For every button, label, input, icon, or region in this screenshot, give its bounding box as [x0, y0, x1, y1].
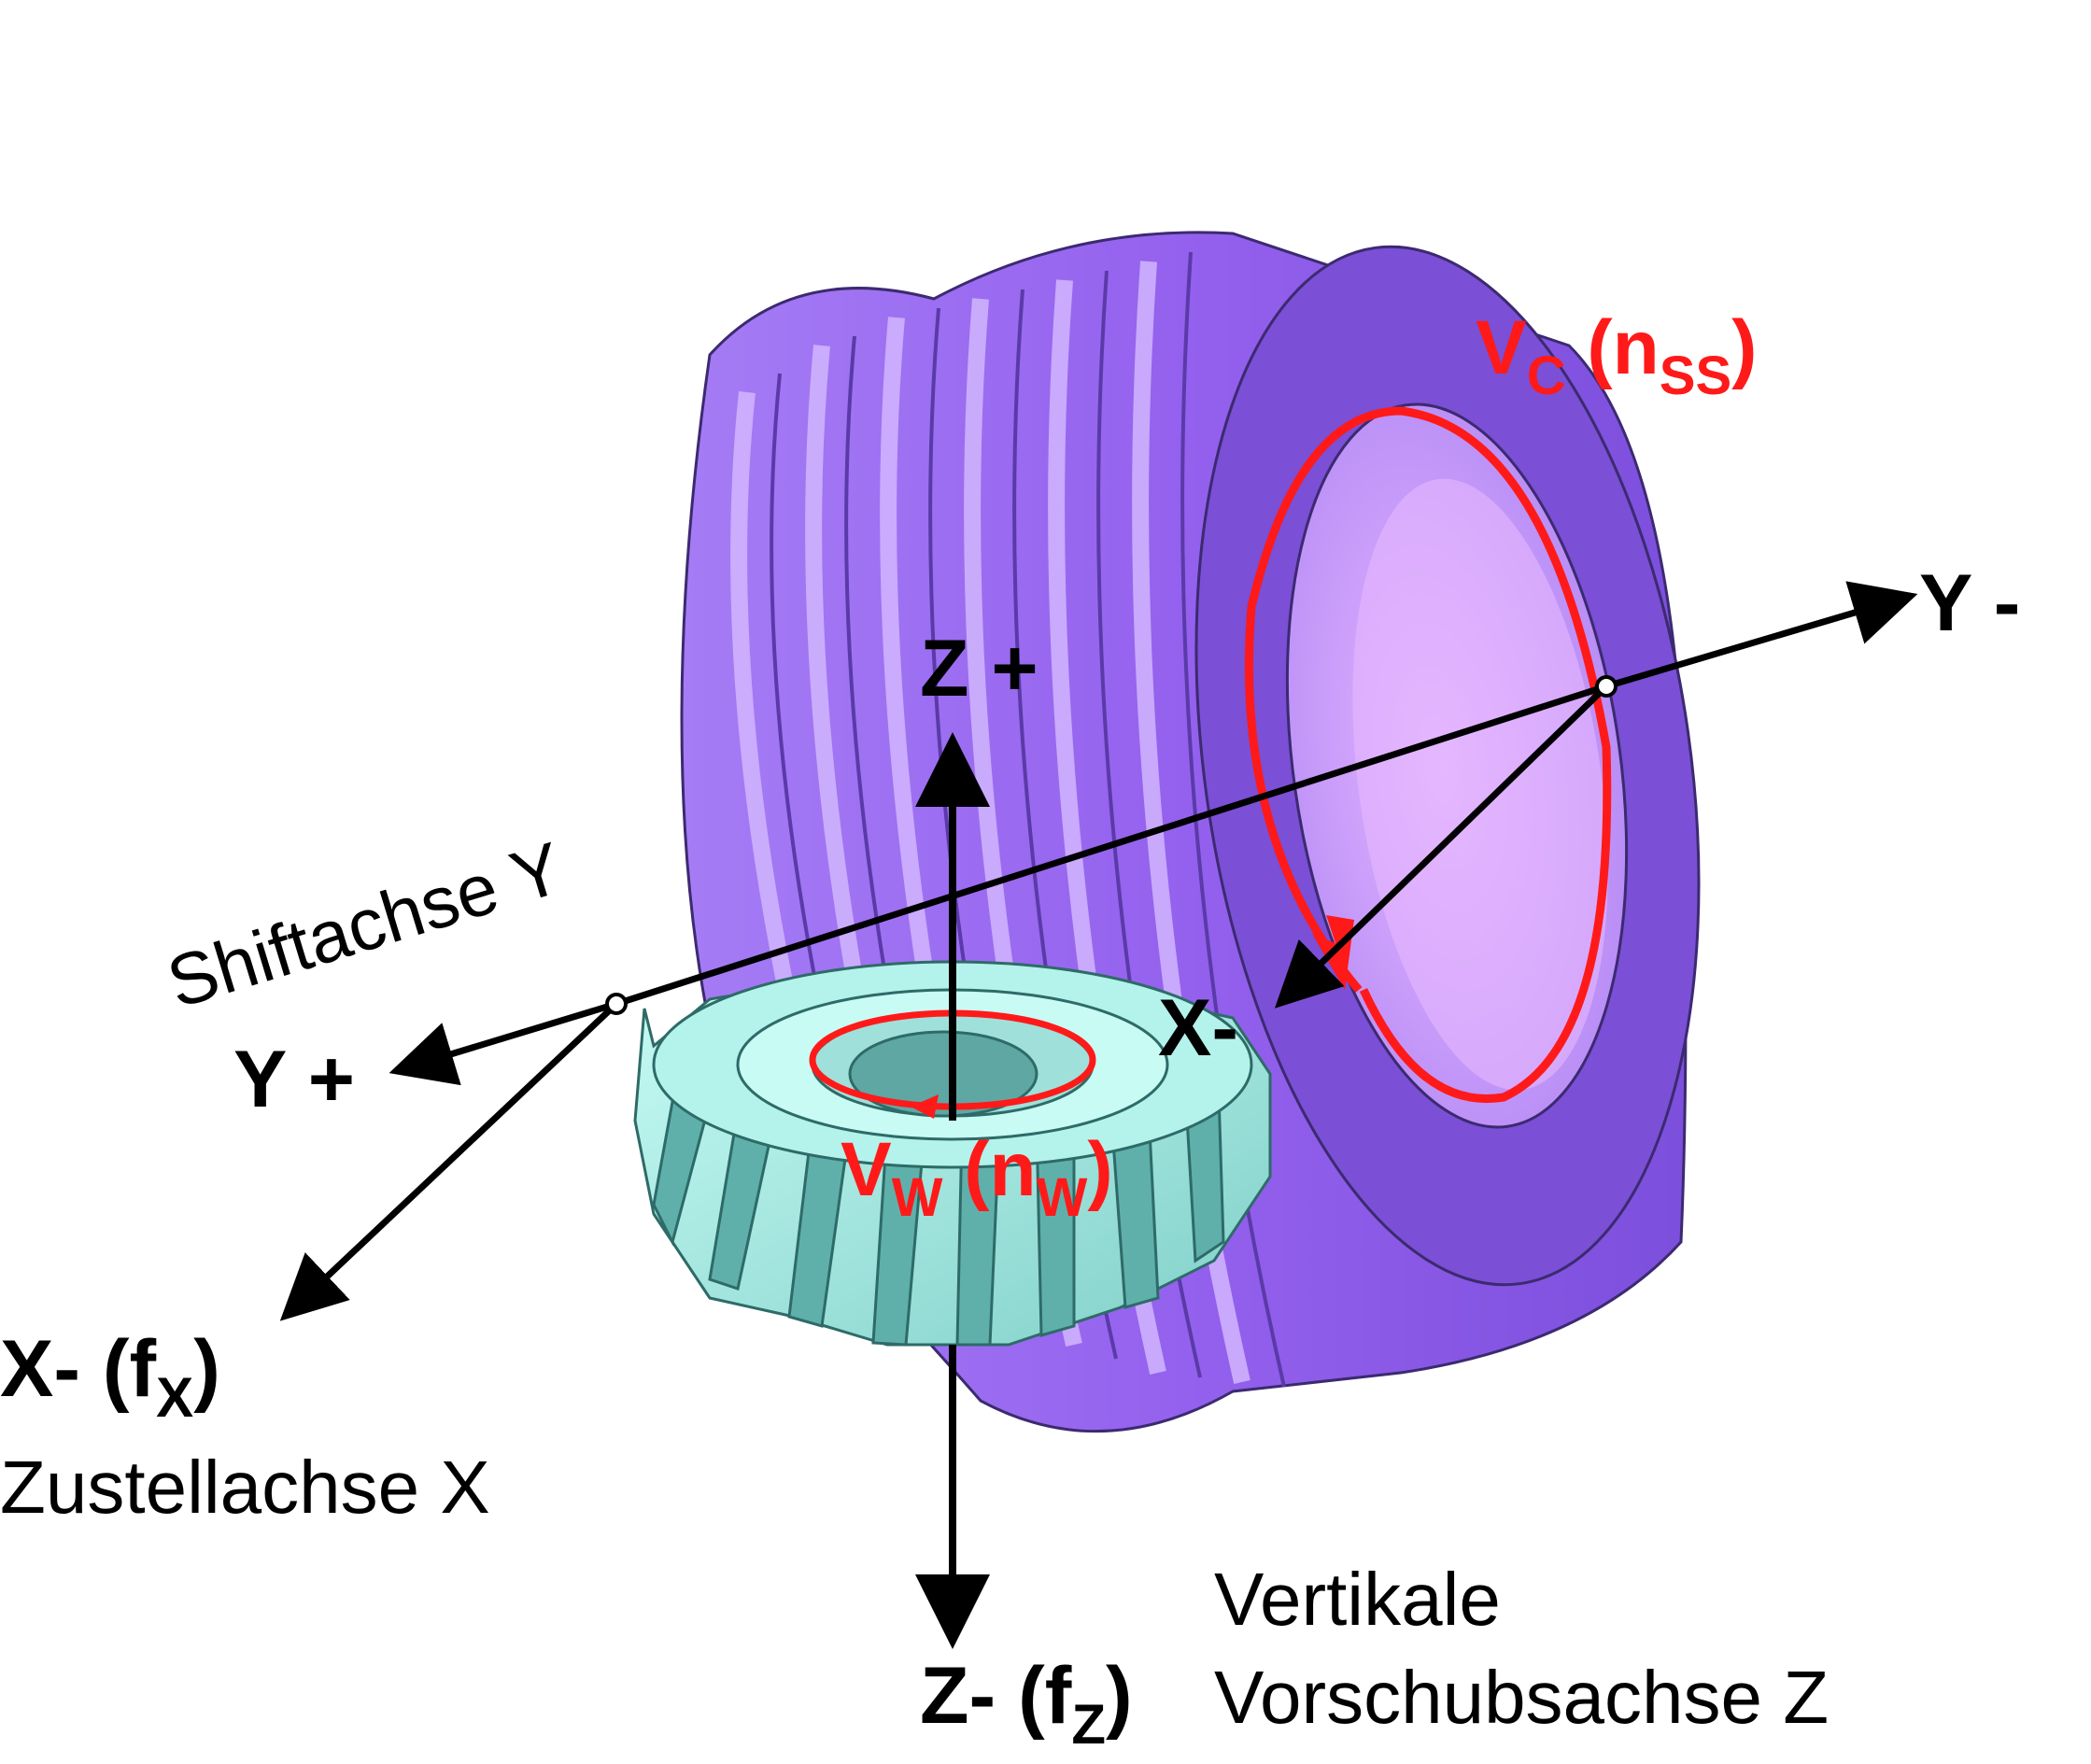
y-axis-line [615, 683, 1608, 1008]
zustellachse-label: Zustellachse X [0, 1446, 490, 1529]
vc-label: VC (nSS) [1476, 305, 1757, 406]
vertikale-label: Vertikale [1214, 1558, 1501, 1641]
vorschubsachse-label: Vorschubsachse Z [1214, 1656, 1829, 1739]
worm-rotation-arrow [1244, 406, 1612, 1103]
y-axis-right-arrow [1605, 581, 1918, 690]
y-minus-label: Y - [1919, 558, 2020, 648]
y-axis-origin-right [1595, 675, 1618, 698]
axes [279, 581, 1918, 1649]
y-axis-origin-left [605, 993, 628, 1015]
shiftachse-label: Shiftachse Y [158, 826, 572, 1023]
z-minus-feed-label: Z- (fZ) [920, 1651, 1133, 1756]
x-axis-center-arrow [1274, 684, 1609, 1009]
x-minus-feed-label: X- (fX) [0, 1324, 220, 1429]
gear-rotation-arrowhead [911, 1094, 939, 1119]
x-axis-left-arrow [279, 1001, 619, 1321]
y-plus-label: Y + [233, 1035, 355, 1124]
x-minus-center-label: X- [1158, 983, 1238, 1073]
z-plus-label: Z + [920, 624, 1038, 713]
vw-label: VW (nW) [841, 1127, 1113, 1228]
y-axis-left-arrow [389, 1000, 618, 1086]
